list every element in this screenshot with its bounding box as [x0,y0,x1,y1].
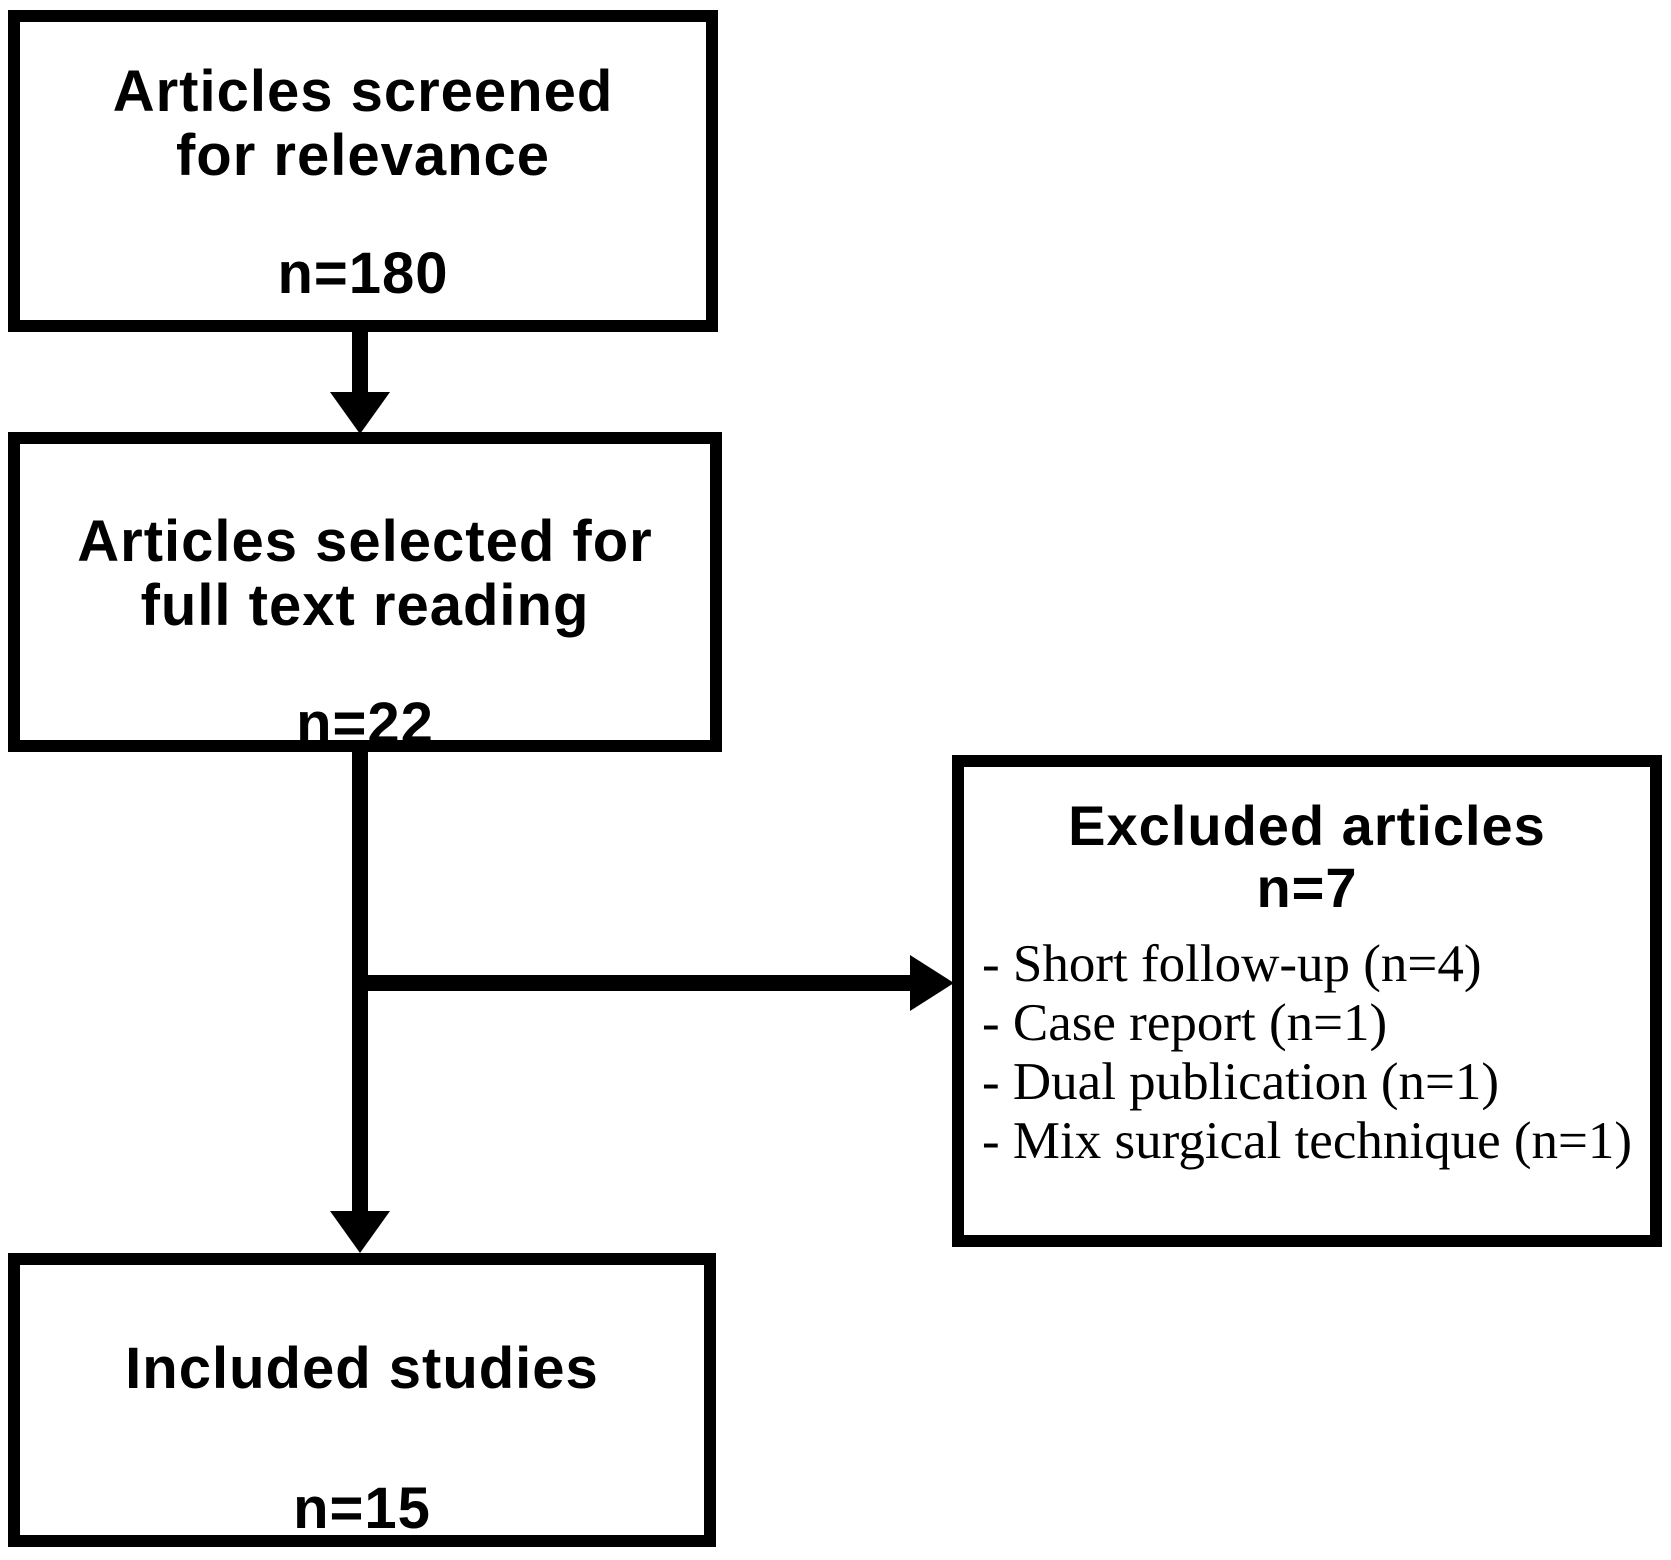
box-articles-selected: Articles selected for full text reading … [8,432,722,756]
articles-selected-heading: Articles selected for full text reading [20,510,710,638]
arrow-right-icon [910,955,954,1011]
excluded-reason-item: - Mix surgical technique (n=1) [982,1112,1633,1170]
articles-screened-count: n=180 [277,241,449,306]
included-studies-count: n=15 [293,1476,431,1541]
excluded-reason-item: - Dual publication (n=1) [982,1053,1500,1111]
arrow-down-icon [330,1211,390,1253]
excluded-articles-count: n=7 [1256,856,1358,919]
box-included-studies: Included studies n=15 [8,1253,716,1547]
arrow-branch-to-excluded-shaft [352,975,912,991]
articles-screened-line2: for relevance [175,123,551,188]
arrow-down-icon [330,392,390,434]
excluded-articles-title: Excluded articles [1068,794,1546,857]
arrow-screened-to-selected-shaft [352,328,368,398]
articles-selected-count: n=22 [296,691,434,756]
articles-selected-line1: Articles selected for [77,509,653,574]
excluded-reason-item: - Case report (n=1) [982,994,1388,1052]
articles-screened-heading: Articles screened for relevance [20,60,706,188]
excluded-reason-item: - Short follow-up (n=4) [982,935,1482,993]
articles-screened-line1: Articles screened [112,59,614,124]
box-excluded-articles: Excluded articles n=7 - Short follow-up … [952,755,1662,1247]
excluded-reasons-list: - Short follow-up (n=4) - Case report (n… [964,935,1650,1171]
box-articles-screened: Articles screened for relevance n=180 [8,10,718,332]
articles-selected-line2: full text reading [140,573,590,638]
included-studies-heading: Included studies [125,1336,599,1401]
